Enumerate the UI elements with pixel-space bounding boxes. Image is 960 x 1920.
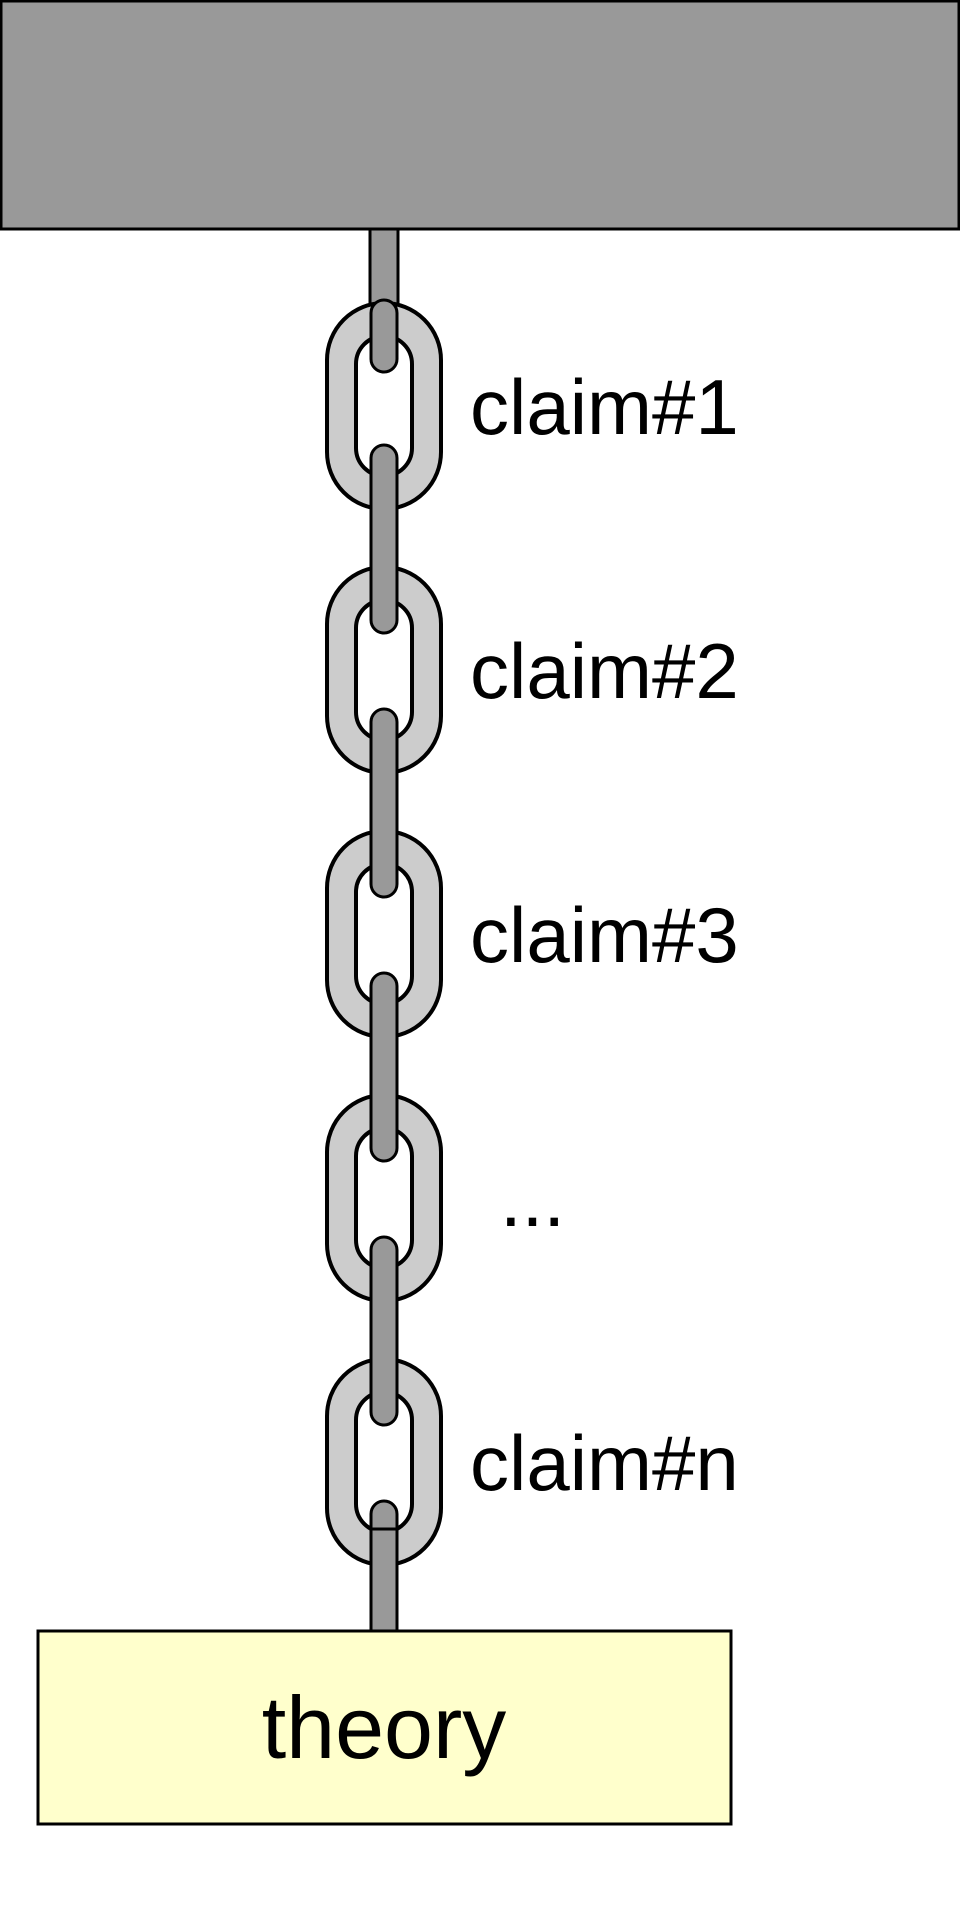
claim-label: claim#2 [470,627,739,715]
theory-box-background [36,1629,733,1826]
claim-label: claim#n [470,1419,739,1507]
chain-links [325,298,443,1633]
chain-labels: claim#1 claim#2 claim#3... claim#n [470,363,739,1507]
chain-link [325,1093,443,1303]
link-rod [369,1235,399,1427]
top-rod-end [369,298,399,374]
ceiling-block [0,0,960,231]
bottom-rod [369,1527,399,1633]
claim-label: ... [500,1155,565,1243]
chain-link [325,565,443,775]
claim-label: claim#1 [470,363,739,451]
claim-label: claim#3 [470,891,739,979]
theory-label: theory [262,1678,507,1777]
link-rod [369,971,399,1163]
link-rod [369,707,399,899]
chain-link [325,1357,443,1567]
theory-box: theory [36,1629,733,1826]
link-rod [369,443,399,635]
